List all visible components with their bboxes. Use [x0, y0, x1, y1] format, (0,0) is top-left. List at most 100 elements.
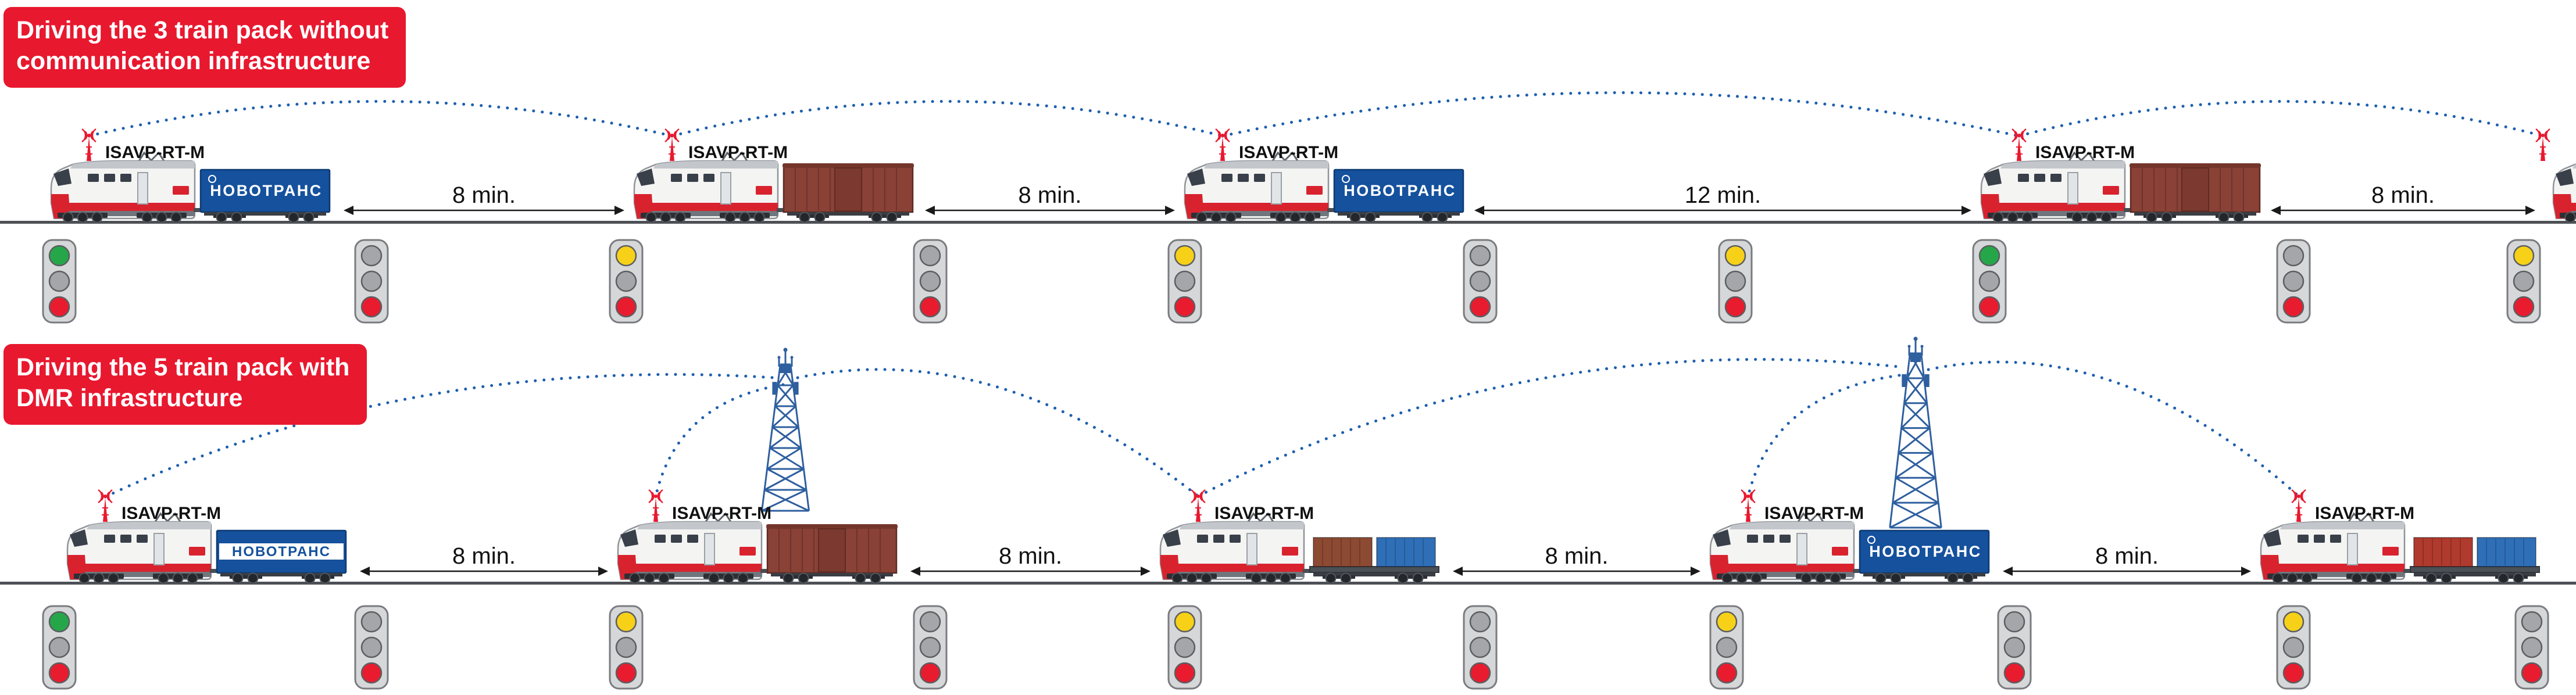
locomotive	[633, 151, 784, 223]
windshield	[1187, 169, 1205, 186]
wheel	[1890, 572, 1902, 584]
wheel	[1397, 572, 1409, 584]
wheel	[2007, 212, 2018, 223]
radio-antenna	[1215, 128, 1230, 161]
wheel	[855, 572, 866, 584]
wheel	[2021, 212, 2033, 223]
wheel	[1800, 572, 1812, 584]
windshield	[2263, 529, 2281, 547]
wheel	[886, 212, 898, 223]
wheel	[2425, 572, 2437, 584]
signal-lamp-off	[615, 270, 637, 292]
radio-link-arc	[796, 368, 1200, 498]
signal-lamp-yellow	[2282, 611, 2305, 633]
wheel	[799, 212, 810, 223]
wheel	[814, 212, 826, 223]
signal-lamp-off	[1716, 636, 1738, 658]
scenario-banner-top: Driving the 3 train pack without communi…	[3, 7, 406, 88]
wheel	[232, 572, 244, 584]
wheel	[108, 572, 119, 584]
device-label: ISAVP-RT-M	[1764, 504, 1864, 523]
traffic-light	[1167, 605, 1202, 690]
traffic-light	[42, 239, 77, 324]
radio-antenna-icon	[81, 128, 97, 161]
wheel	[1325, 572, 1337, 584]
signal-lamp-off	[919, 270, 941, 292]
wheel	[2301, 572, 2313, 584]
wheel	[2233, 212, 2245, 223]
windshield	[70, 529, 88, 547]
signal-lamp-off	[360, 270, 383, 292]
signal-lamp-off	[2003, 611, 2025, 633]
scenario-banner-bottom: Driving the 5 train pack with DMR infras…	[3, 344, 367, 425]
signal-lamp-off	[919, 636, 941, 658]
device-label: ISAVP-RT-M	[1239, 143, 1339, 162]
wheel	[870, 572, 881, 584]
banner-line: Driving the 3 train pack without	[16, 16, 389, 44]
loco-logo	[1832, 547, 1848, 556]
signal-lamp-off	[1978, 270, 2000, 292]
wagon-containers	[2410, 537, 2540, 584]
signal-lamp-off	[48, 636, 70, 658]
signal-lamp-red	[2282, 296, 2305, 318]
loco-logo	[739, 547, 756, 556]
wheel	[629, 572, 641, 584]
wheel	[2351, 572, 2363, 584]
wheel	[2498, 572, 2509, 584]
signal-lamp-off	[1469, 245, 1491, 267]
container-right	[2477, 537, 2536, 567]
signal-lamp-yellow	[1716, 611, 1738, 633]
wheel	[1721, 572, 1733, 584]
windshield	[1713, 529, 1731, 547]
traffic-light	[2276, 605, 2311, 690]
wagon-novotrans: НОВОТРАНС	[1333, 169, 1464, 223]
interval-label: 8 min.	[2371, 182, 2435, 208]
traffic-light	[2506, 239, 2541, 324]
wheel	[1201, 572, 1212, 584]
signal-lamp-red	[919, 662, 941, 684]
signal-lamp-off	[1174, 270, 1196, 292]
device-label: ISAVP-RT-M	[2035, 143, 2135, 162]
radio-tower-icon	[1889, 336, 1942, 529]
traffic-light	[1463, 239, 1498, 324]
interval-arrow	[1474, 206, 1971, 215]
signal-lamp-red	[615, 662, 637, 684]
windshield	[1163, 529, 1181, 547]
signal-lamp-red	[1724, 296, 1746, 318]
wheel	[2218, 212, 2230, 223]
boxcar-door	[834, 167, 862, 212]
wheel	[1265, 572, 1277, 584]
wheel	[739, 212, 751, 223]
wheel	[2564, 212, 2576, 223]
radio-tower-icon	[761, 348, 810, 512]
interval-arrow	[1453, 567, 1700, 576]
wheel	[1750, 572, 1762, 584]
traffic-light	[1167, 239, 1202, 324]
radio-link-arc	[654, 383, 785, 498]
wheel	[141, 212, 153, 223]
wagon-novotrans: НОВОТРАНС	[199, 169, 331, 223]
interval-label: 8 min.	[2095, 543, 2159, 569]
wheel	[2100, 212, 2112, 223]
signal-lamp-red	[48, 662, 70, 684]
wheel	[2513, 572, 2524, 584]
wagon-novotrans: НОВОТРАНС	[216, 529, 347, 584]
interval-arrow	[2003, 567, 2251, 576]
radio-antenna	[648, 489, 663, 522]
wheel	[1421, 212, 1433, 223]
wheel	[753, 212, 765, 223]
train	[1980, 151, 2261, 223]
locomotive	[1184, 151, 1334, 223]
wheel	[1815, 572, 1827, 584]
signal-lamp-yellow	[1724, 245, 1746, 267]
radio-link-arc	[1196, 357, 1905, 498]
wheel	[2086, 212, 2098, 223]
wagon-boxcar	[766, 524, 898, 584]
interval-label: 8 min.	[999, 543, 1062, 569]
wheel	[798, 572, 809, 584]
radio-antenna	[81, 128, 97, 161]
wagon-containers	[1309, 537, 1439, 584]
loco-logo	[1282, 547, 1298, 556]
signal-lamp-yellow	[615, 245, 637, 267]
